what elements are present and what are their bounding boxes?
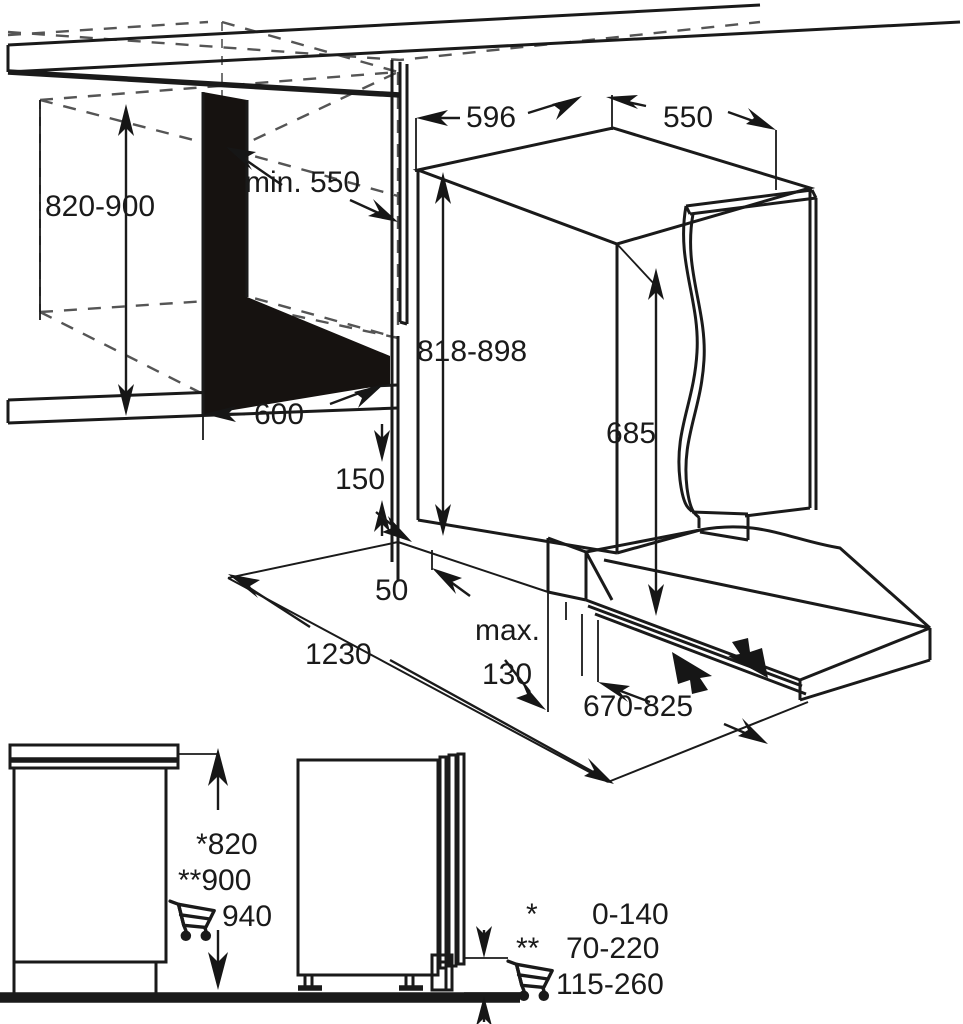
main-isometric-view: 820-900 min. 550 600 xyxy=(6,3,961,784)
dimension-label-1230: 1230 xyxy=(305,638,372,671)
cabinet-side-view xyxy=(0,743,520,1003)
dimension-niche-height xyxy=(39,100,134,416)
shopping-cart-icon-legend xyxy=(506,959,554,1002)
dimension-label-max: max. xyxy=(475,614,540,647)
dimension-niche-width xyxy=(202,384,393,440)
dimension-label-670-825: 670-825 xyxy=(583,690,693,723)
legend-marker-double: ** xyxy=(516,932,540,965)
legend-value-70-220: 70-220 xyxy=(566,932,659,965)
dimension-label-596: 596 xyxy=(466,101,516,134)
dimension-label-min-550: min. 550 xyxy=(245,166,360,199)
star-marker-double: ** xyxy=(178,864,202,897)
dimension-label-600: 600 xyxy=(254,398,304,431)
dimension-label-550: 550 xyxy=(663,101,713,134)
dimension-appliance-height xyxy=(435,172,451,536)
plinth-legend: * 0-140 ** 70-220 115-260 xyxy=(506,898,669,1002)
furniture-door-panel xyxy=(677,188,818,542)
dimension-label-130: 130 xyxy=(482,658,532,691)
dimension-label-685: 685 xyxy=(606,417,656,450)
dimension-niche-depth xyxy=(226,147,398,222)
dimension-worktop-height xyxy=(208,748,228,990)
elevation-label-900: **900 xyxy=(178,864,251,897)
dimension-label-50: 50 xyxy=(375,574,408,607)
legend-value-0-140: 0-140 xyxy=(592,898,669,931)
floor-projection xyxy=(227,541,809,783)
dimension-door-clearance xyxy=(581,614,768,744)
niche-edges xyxy=(201,92,249,415)
dimension-plinth-depth xyxy=(375,511,471,597)
dimension-door-open-depth xyxy=(228,574,614,784)
elevation-label-940: 940 xyxy=(222,900,272,933)
legend-value-115-260: 115-260 xyxy=(556,968,664,1001)
dimension-appliance-width xyxy=(415,95,613,172)
open-door-panel xyxy=(546,525,932,702)
appliance-side-view xyxy=(296,752,520,998)
worktop-slab xyxy=(6,3,961,98)
shopping-cart-icon-elevation xyxy=(168,899,216,942)
niche-shaded-area xyxy=(203,92,390,415)
legend-marker-single: * xyxy=(526,898,538,931)
dimension-appliance-depth xyxy=(606,95,777,190)
dimension-label-818-898: 818-898 xyxy=(417,335,527,368)
star-marker-single: * xyxy=(196,828,208,861)
cabinet-front-frame xyxy=(390,60,409,580)
elevation-label-820: *820 xyxy=(196,828,258,861)
dimension-door-panel-height xyxy=(616,243,664,616)
dimension-max-door-offset xyxy=(504,592,567,712)
dimension-plinth-height xyxy=(476,926,492,1024)
dimension-label-820-900: 820-900 xyxy=(45,190,155,223)
dimension-label-150: 150 xyxy=(335,463,385,496)
